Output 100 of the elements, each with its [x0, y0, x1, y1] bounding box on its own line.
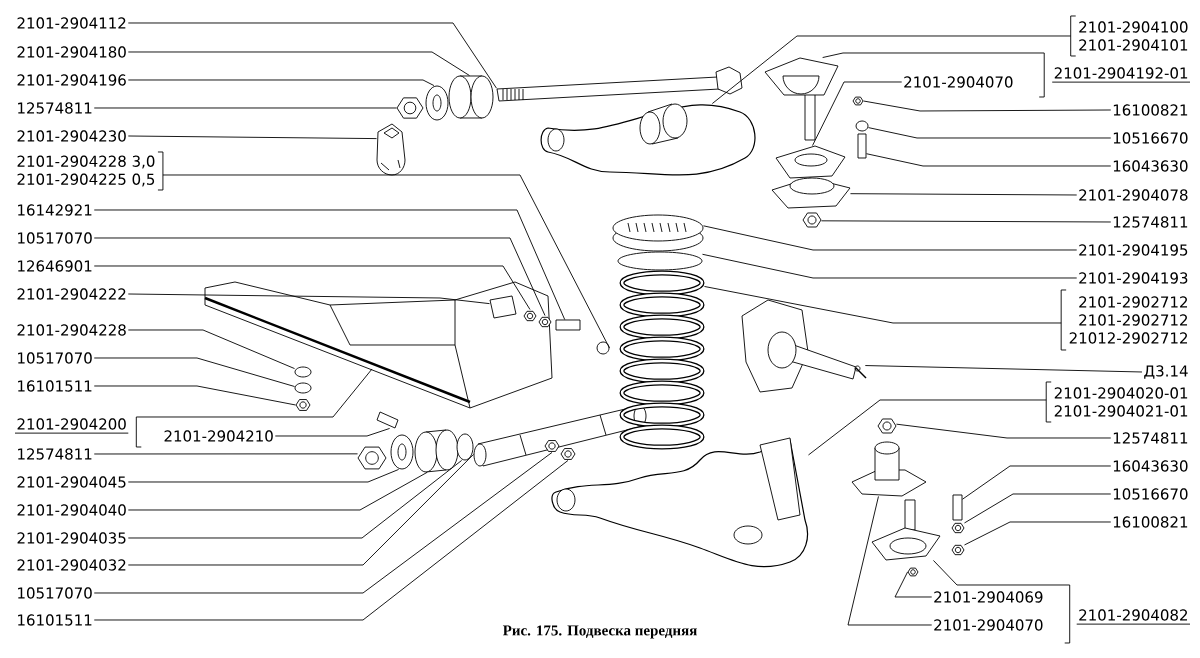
bushing [448, 75, 494, 119]
leader-line [808, 399, 1047, 456]
part-number: 2101-2904222 [17, 288, 126, 300]
leader-line [896, 423, 1112, 439]
washer [855, 120, 869, 132]
leader-line [932, 560, 1071, 586]
shim [596, 341, 610, 355]
leader-line [127, 460, 463, 539]
leader-line [964, 521, 1112, 546]
leader-line [93, 265, 531, 310]
bolt [376, 411, 399, 429]
leader-line [127, 453, 474, 566]
part-number: 2101-2904112 [17, 17, 126, 29]
leader-line [127, 329, 295, 370]
leader-line [127, 51, 470, 76]
part-number: 16100821 [1113, 104, 1188, 116]
part-number: 10517070 [18, 232, 92, 244]
leader-line [127, 293, 490, 305]
nut [295, 399, 311, 411]
leader-line [850, 193, 1078, 196]
part-number: 2101-2904045 [17, 476, 126, 488]
part-number: 16101511 [18, 614, 92, 626]
nut [357, 446, 387, 470]
leader-line [864, 365, 1143, 373]
part-number: 12646901 [18, 260, 92, 272]
ball-joint [871, 499, 941, 561]
boot [851, 441, 927, 497]
spring-insulator [612, 214, 704, 252]
leader-line [812, 81, 903, 146]
part-number: 10517070 [18, 352, 92, 364]
spring-insulator [617, 251, 703, 271]
leader-line [93, 453, 358, 455]
leader-line [704, 286, 1062, 324]
part-number: 16043630 [1113, 160, 1188, 172]
part-number: 2101-2904228 [17, 324, 126, 336]
washer [294, 382, 312, 394]
leader-line [964, 493, 1112, 524]
leader-line [93, 357, 295, 387]
leader-line [93, 460, 569, 621]
bolt [555, 319, 581, 331]
leader-line [93, 452, 553, 594]
spring [619, 270, 705, 450]
part-number: 2101-2904230 [17, 130, 126, 142]
part-number: 16142921 [18, 204, 92, 216]
leader-line [274, 428, 391, 437]
leader-line [127, 79, 435, 86]
part-number: 2101-2904200 [14, 416, 142, 448]
part-number: 10516670 [1113, 488, 1188, 500]
leader-line [162, 174, 610, 349]
cotter-pin [854, 365, 867, 379]
washer [390, 434, 414, 470]
washer [456, 433, 474, 461]
part-number: 16100821 [1113, 516, 1188, 528]
leader-line [868, 127, 1112, 139]
washer [294, 366, 312, 378]
nut [802, 212, 822, 228]
bump-stop [376, 123, 406, 176]
part-number: 2101-2904032 [17, 559, 126, 571]
part-number: 2101-2904035 [17, 532, 126, 544]
part-number-list: 2101-2904020-01 2101-2904021-01 [1054, 387, 1188, 417]
cushion [771, 177, 851, 209]
part-number: 2101-2904069 [934, 591, 1043, 603]
leader-line [703, 225, 1078, 251]
part-number: 2101-2904210 [164, 430, 273, 442]
nut [560, 448, 576, 460]
leader-line [93, 107, 397, 109]
leader-line [135, 368, 373, 418]
nut [877, 418, 897, 434]
leader-line [821, 220, 1112, 223]
part-number: 2101-2904180 [17, 46, 126, 58]
leader-line [93, 237, 546, 316]
washer [951, 522, 965, 534]
part-number: 2101-2904078 [1079, 189, 1188, 201]
part-number: 10516670 [1113, 132, 1188, 144]
leader-line [127, 472, 428, 511]
part-number: 10517070 [18, 587, 92, 599]
part-number: 12574811 [1113, 216, 1188, 228]
leader-line [711, 35, 1072, 104]
part-number: 2101-2904196 [17, 74, 126, 86]
figure-caption: Рис. 175. Подвеска передняя [502, 625, 697, 639]
part-number: 12574811 [18, 448, 92, 460]
bolt [496, 66, 743, 102]
part-number: 2101-2904040 [17, 504, 126, 516]
part-number: 2101-2904070 [904, 76, 1013, 88]
part-number: 12574811 [18, 102, 92, 114]
leader-line [962, 465, 1112, 500]
nut [852, 96, 864, 106]
leader-line [866, 153, 1112, 167]
leader-line [847, 496, 933, 626]
part-number-list: 2101-2904228 3,0 2101-2904225 0,5 [17, 155, 155, 187]
leader-line [127, 22, 497, 89]
bolt [952, 494, 963, 521]
part-number-list: 2101-2904100 2101-2904101 [1079, 21, 1188, 51]
part-number: 16043630 [1113, 460, 1188, 472]
part-number: Д3.14 [1144, 365, 1188, 379]
leader-line [127, 135, 377, 140]
leader-line [93, 385, 296, 406]
leader-line [863, 100, 1112, 112]
part-number: 2101-2904082 [1064, 584, 1191, 644]
part-number: 2101-2904195 [1079, 244, 1188, 256]
